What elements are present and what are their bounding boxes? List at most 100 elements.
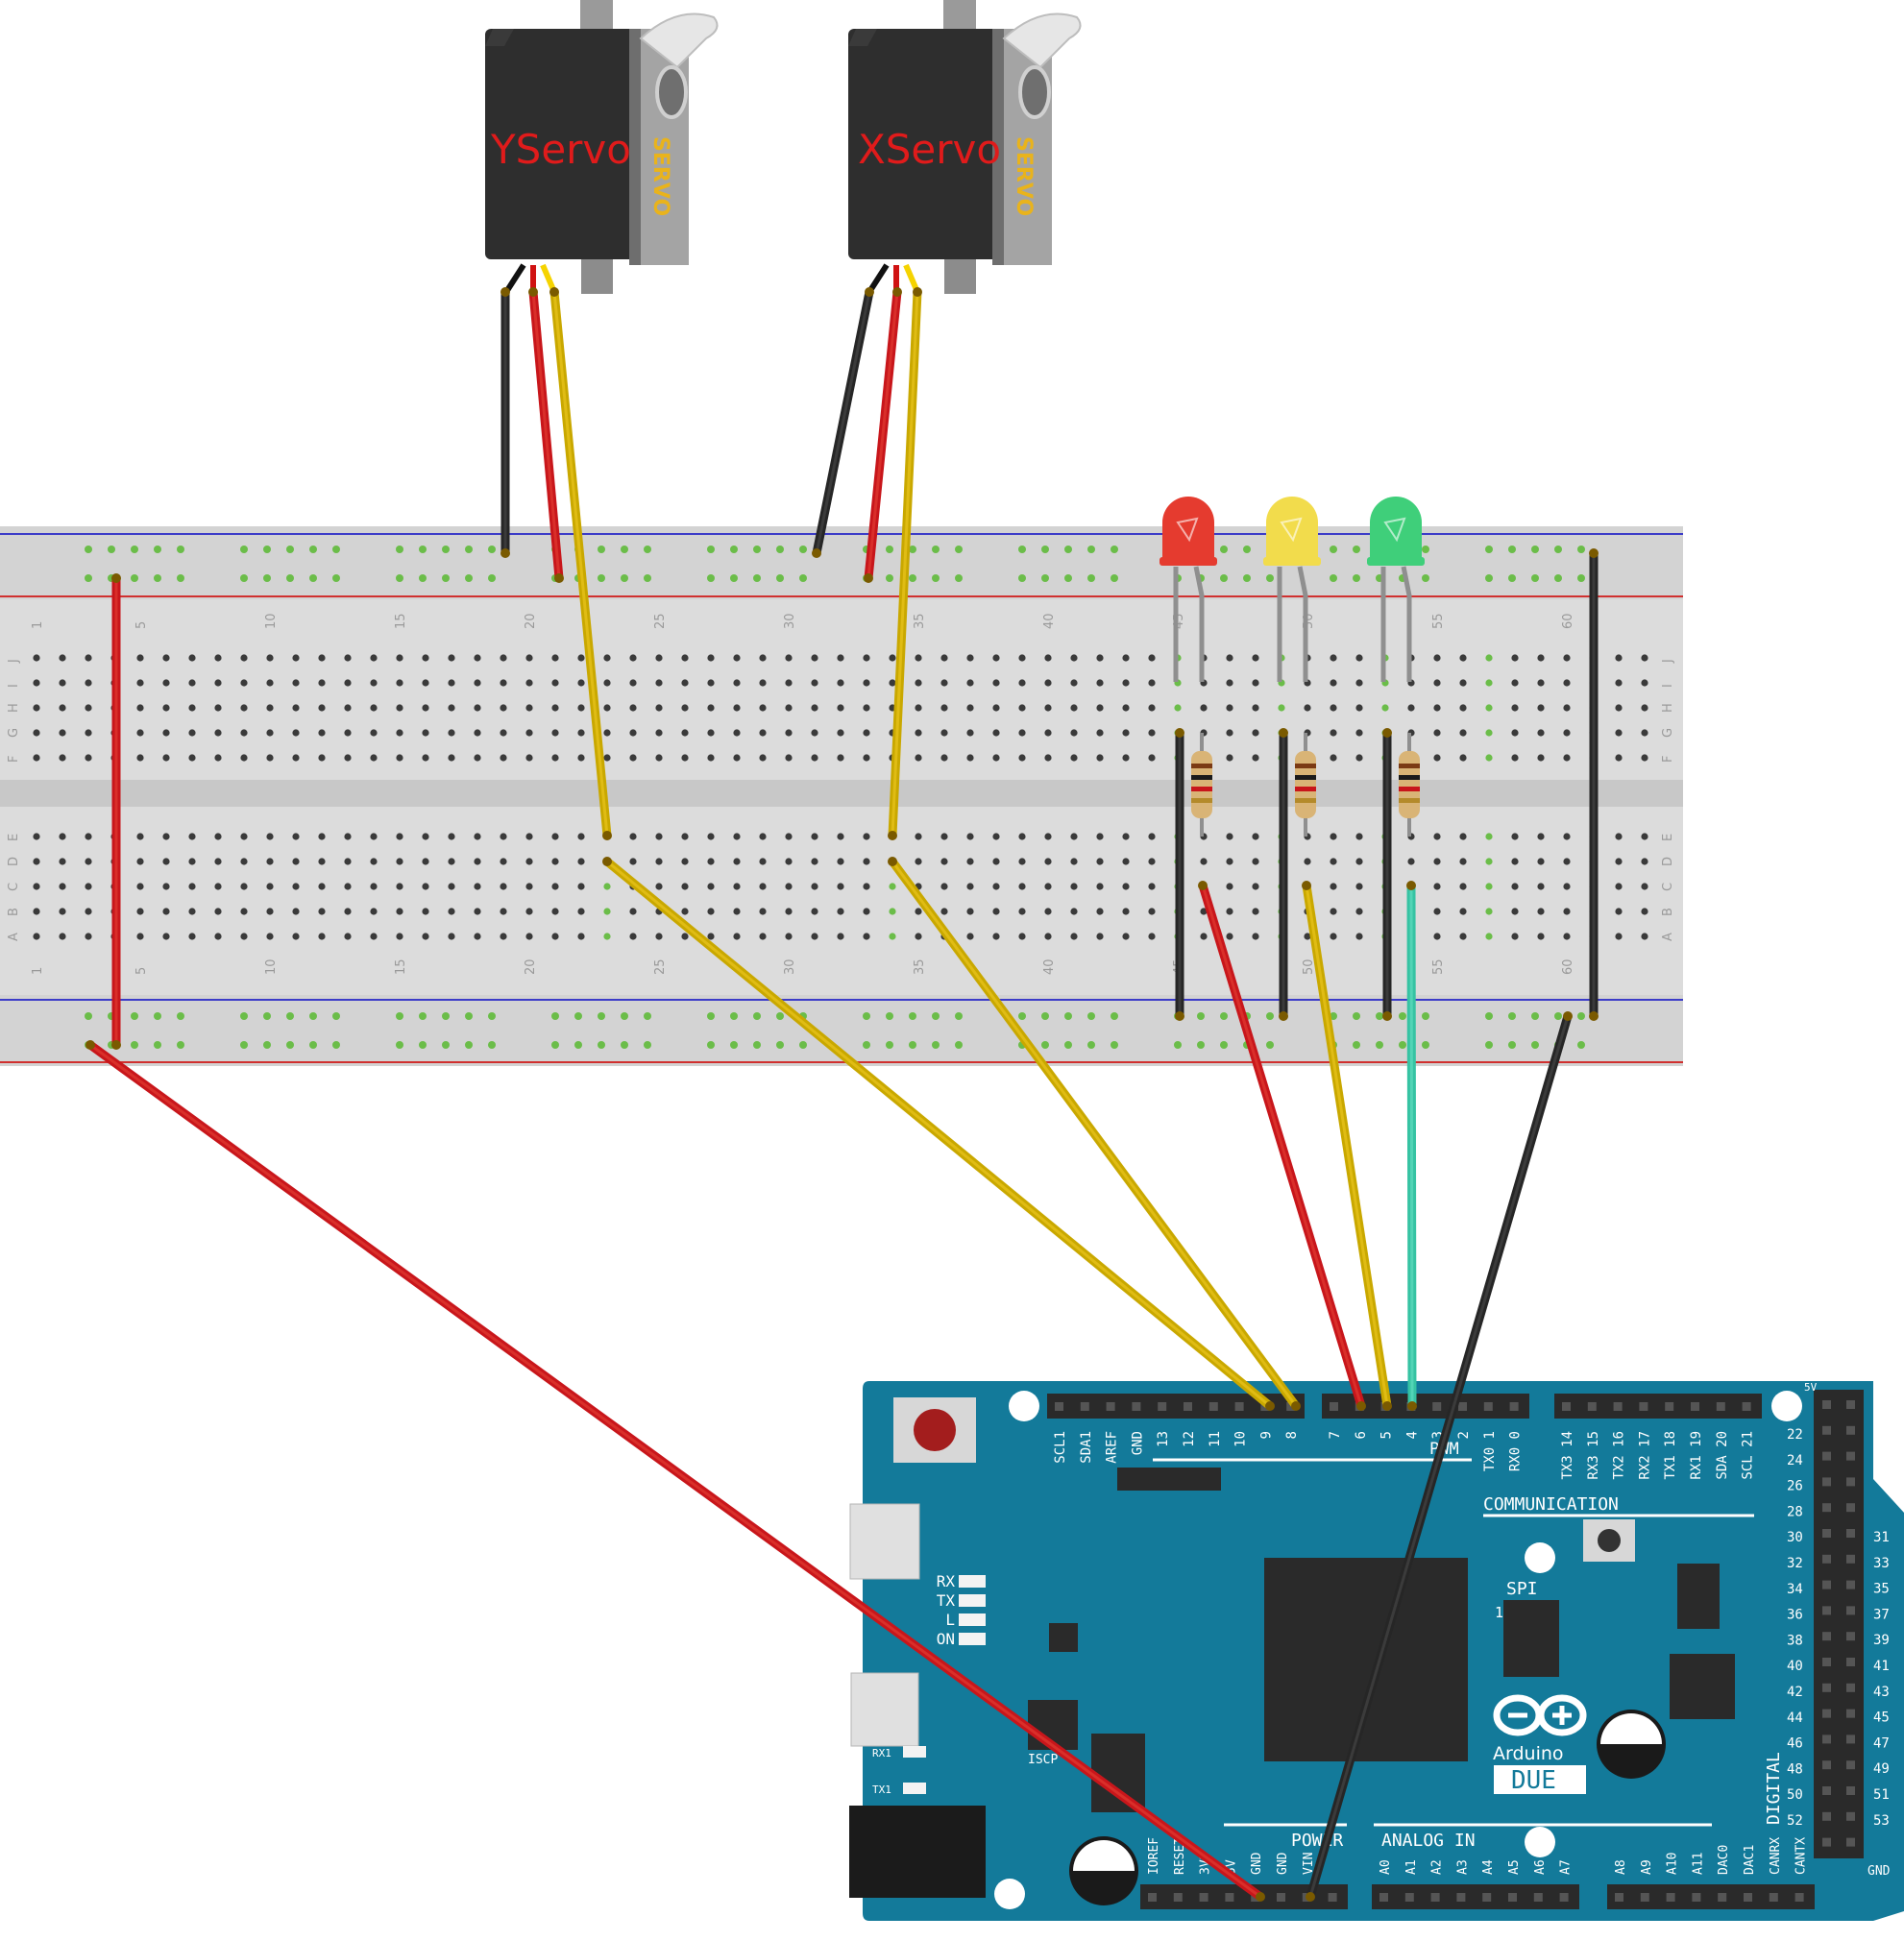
breadboard-hole <box>85 858 92 865</box>
pin-label: VIN <box>1302 1853 1316 1875</box>
pin-label: A8 <box>1614 1859 1628 1875</box>
reset-button[interactable] <box>914 1409 956 1451</box>
header-pin <box>1055 1402 1063 1411</box>
breadboard-hole <box>1511 933 1519 940</box>
rail-hole <box>309 1041 317 1049</box>
breadboard-hole <box>1148 858 1156 865</box>
column-number: 1 <box>31 967 45 975</box>
breadboard-hole <box>59 883 66 890</box>
breadboard-hole <box>837 908 844 915</box>
breadboard-hole <box>370 704 378 712</box>
rail-hole <box>730 574 738 582</box>
rail-hole <box>1018 1012 1026 1020</box>
breadboard-hole <box>292 883 300 890</box>
breadboard-hole <box>525 933 533 940</box>
spi-pin-one: 1 <box>1495 1604 1503 1621</box>
breadboard-hole <box>525 908 533 915</box>
breadboard-hole <box>1459 908 1467 915</box>
breadboard-hole <box>837 883 844 890</box>
breadboard-hole <box>1044 729 1052 737</box>
breadboard-hole <box>266 883 274 890</box>
breadboard-hole <box>1018 883 1026 890</box>
breadboard-hole <box>681 754 689 762</box>
rail-hole <box>1508 574 1516 582</box>
rail-hole <box>551 1012 559 1020</box>
header-pin <box>1822 1400 1831 1409</box>
rail-hole <box>886 546 893 553</box>
rail-hole <box>1508 546 1516 553</box>
breadboard-hole <box>1148 729 1156 737</box>
breadboard-hole <box>474 704 481 712</box>
rail-hole <box>442 574 450 582</box>
breadboard-hole <box>1615 908 1623 915</box>
breadboard-hole <box>1226 704 1233 712</box>
header-pin <box>1822 1529 1831 1538</box>
header-pin <box>1822 1786 1831 1795</box>
header-analog <box>1372 1884 1579 1909</box>
led-group <box>1159 497 1425 837</box>
rail-hole <box>1577 574 1585 582</box>
wire-end <box>1198 881 1208 890</box>
breadboard-hole <box>707 833 715 840</box>
wire-end <box>865 287 874 297</box>
resistor-band <box>1399 787 1420 791</box>
rail-hole <box>886 1012 893 1020</box>
rail-hole <box>1220 1041 1228 1049</box>
breadboard-hole <box>188 833 196 840</box>
breadboard-hole <box>1148 754 1156 762</box>
breadboard-hole <box>1563 704 1571 712</box>
rail-hole <box>419 1041 427 1049</box>
breadboard-hole <box>1459 858 1467 865</box>
breadboard-hole <box>577 729 585 737</box>
rail-hole <box>85 1012 92 1020</box>
breadboard-hole <box>59 704 66 712</box>
pin-label: CANRX <box>1769 1837 1783 1875</box>
pin-label: 32 <box>1787 1556 1803 1571</box>
breadboard-hole <box>733 704 741 712</box>
header-pin <box>1742 1402 1751 1411</box>
breadboard-hole <box>785 858 793 865</box>
row-letter: B <box>7 908 21 916</box>
breadboard-hole <box>1485 704 1493 712</box>
header-pin <box>1846 1425 1855 1435</box>
header-pin <box>1106 1402 1115 1411</box>
rail-hole <box>909 1012 916 1020</box>
breadboard-hole <box>474 729 481 737</box>
breadboard-hole <box>214 729 222 737</box>
column-number: 15 <box>394 613 408 629</box>
rail-hole <box>1508 1012 1516 1020</box>
breadboard-hole <box>1148 883 1156 890</box>
breadboard-hole <box>707 754 715 762</box>
breadboard-hole <box>474 754 481 762</box>
breadboard-hole <box>733 883 741 890</box>
breadboard-hole <box>1641 654 1648 662</box>
rail-hole <box>1087 1012 1095 1020</box>
small-button[interactable] <box>1598 1529 1621 1552</box>
column-number: 30 <box>783 958 797 975</box>
breadboard-hole <box>59 933 66 940</box>
rail-hole <box>799 574 807 582</box>
header-pin <box>1846 1580 1855 1589</box>
breadboard-hole <box>266 858 274 865</box>
breadboard-hole <box>733 933 741 940</box>
rail-hole <box>240 1012 248 1020</box>
breadboard-hole <box>292 679 300 687</box>
breadboard-hole <box>603 729 611 737</box>
breadboard-hole <box>681 858 689 865</box>
breadboard-hole <box>603 883 611 890</box>
led-rim <box>1367 557 1425 566</box>
breadboard-hole <box>1641 754 1648 762</box>
pin-label: 22 <box>1787 1427 1803 1443</box>
rail-hole <box>707 1012 715 1020</box>
header-pin <box>1533 1893 1543 1902</box>
breadboard-hole <box>1252 679 1259 687</box>
pin-label: 8 <box>1284 1431 1300 1439</box>
breadboard-hole <box>707 704 715 712</box>
rail-hole <box>263 574 271 582</box>
breadboard-hole <box>33 729 40 737</box>
row-letter: A <box>1661 933 1675 941</box>
pin-label: 48 <box>1787 1761 1803 1777</box>
rail-hole <box>574 1041 582 1049</box>
breadboard-hole <box>577 833 585 840</box>
breadboard-hole <box>759 933 767 940</box>
